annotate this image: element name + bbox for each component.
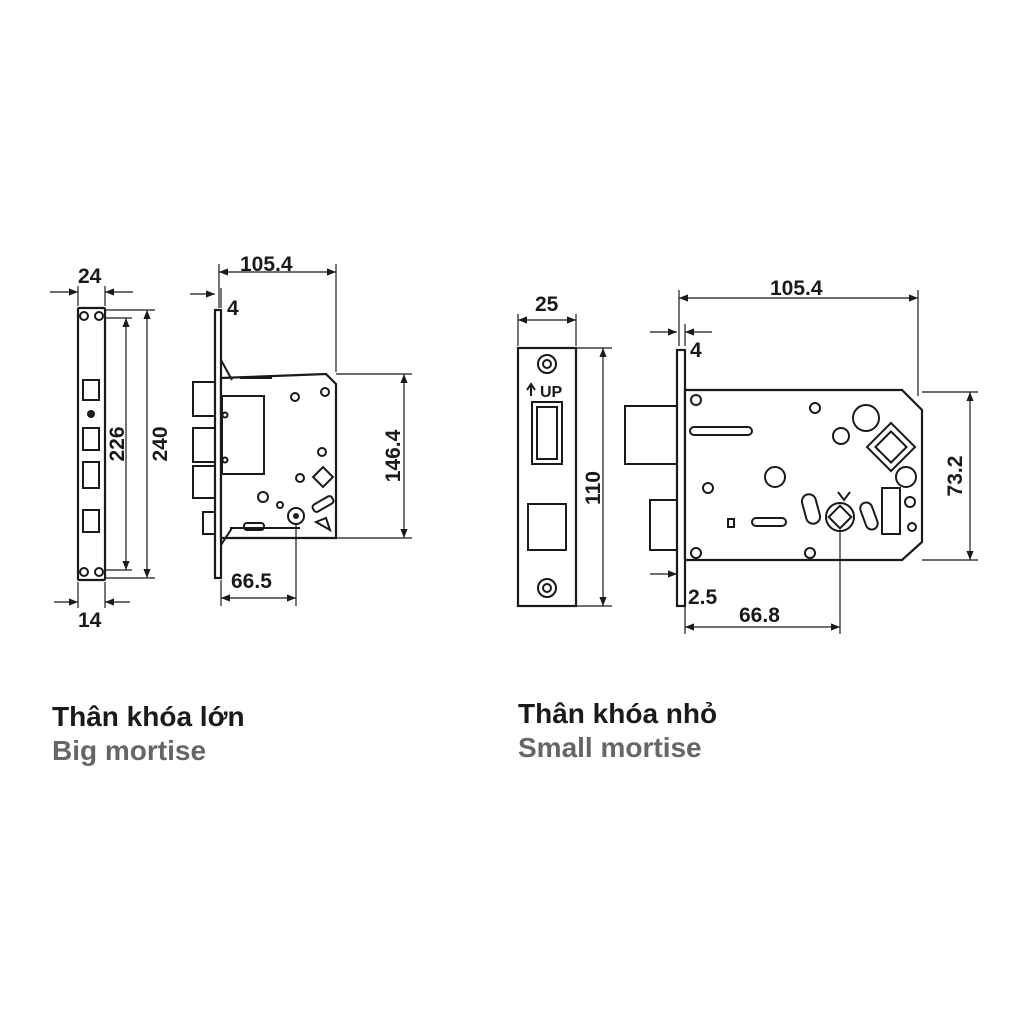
small-mortise-caption: Thân khóa nhỏ Small mortise [518,697,717,765]
big-faceplate-thickness: 4 [227,297,239,320]
small-side-view [624,348,924,608]
small-case-width: 105.4 [770,277,823,300]
big-case-height: 146.4 [382,429,405,482]
small-faceplate-height: 110 [582,471,605,505]
big-dims-side: 105.4 4 146.4 66.5 [190,253,412,606]
small-backset: 66.8 [739,604,780,627]
small-faceplate-front: UP [516,346,578,608]
small-up-mark: UP [540,384,563,401]
big-side-view [192,308,338,580]
big-hole-spacing: 226 [106,426,129,461]
big-mortise-drawing: 24 240 226 14 [50,253,412,632]
small-mortise-title-vi: Thân khóa nhỏ [518,698,718,729]
small-mortise-drawing: UP 25 110 [516,277,978,634]
small-faceplate-width: 25 [535,293,559,316]
small-case-height: 73.2 [944,456,967,497]
big-faceplate-width: 24 [78,265,102,288]
big-bottom-width: 14 [78,609,102,632]
big-mortise-title-en: Big mortise [52,735,207,766]
big-case-width: 105.4 [240,253,293,276]
small-dims-side: 105.4 4 73.2 2.5 66.8 [650,277,978,634]
big-mortise-caption: Thân khóa lớn Big mortise [52,700,245,768]
small-faceplate-thickness: 4 [690,339,702,362]
big-overall-height: 240 [149,426,172,461]
big-dims-faceplate: 24 240 226 14 [50,265,172,632]
big-mortise-title-vi: Thân khóa lớn [52,701,245,732]
small-dims-faceplate: 25 110 [517,293,612,607]
small-mortise-title-en: Small mortise [518,732,702,763]
big-faceplate-front [76,306,107,582]
small-step: 2.5 [688,586,718,609]
big-backset: 66.5 [231,570,272,593]
